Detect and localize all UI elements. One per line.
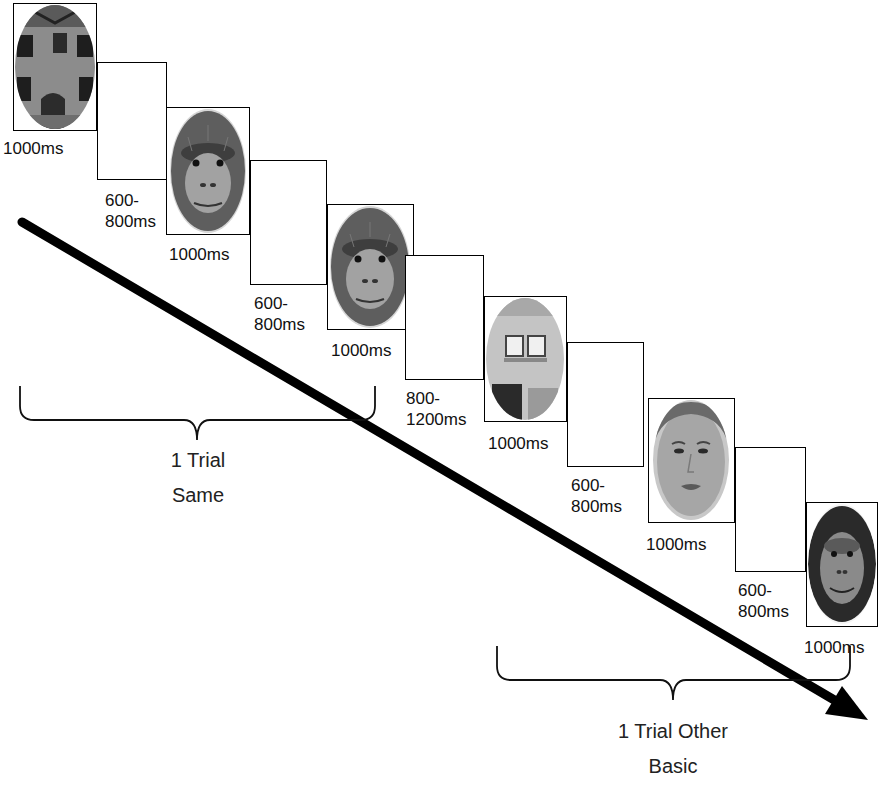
- time-arrow: [22, 222, 868, 720]
- trial-label: 1 Trial Same: [162, 443, 234, 513]
- trial-bracket: [20, 386, 375, 440]
- stimulus-frame: 1000ms: [484, 296, 567, 422]
- chimp-photo: [166, 107, 250, 235]
- stimulus-frame: 1000ms: [13, 3, 97, 131]
- duration-label: 1000ms: [169, 244, 229, 265]
- human-face-photo: [648, 398, 735, 523]
- duration-label: 1000ms: [646, 534, 706, 555]
- house-photo: [13, 3, 97, 131]
- blank-frame: 600-800ms: [250, 160, 327, 285]
- blank-frame: 600-800ms: [567, 342, 644, 467]
- duration-label: 800-1200ms: [406, 388, 472, 430]
- stimulus-frame: 1000ms: [327, 204, 414, 330]
- orangutan-photo: [806, 502, 878, 627]
- stimulus-frame: 1000ms: [166, 107, 250, 235]
- blank-frame: 800-1200ms: [405, 255, 484, 380]
- duration-label: 600-800ms: [571, 475, 626, 517]
- duration-label: 600-800ms: [105, 190, 160, 232]
- duration-label: 600-800ms: [738, 580, 793, 622]
- stimulus-frame: 1000ms: [806, 502, 878, 627]
- chimp-photo: [327, 204, 414, 330]
- blank-frame: 600-800ms: [97, 62, 167, 180]
- stimulus-frame: 1000ms: [648, 398, 735, 523]
- duration-label: 600-800ms: [254, 293, 309, 335]
- duration-label: 1000ms: [3, 138, 63, 159]
- blank-frame: 600-800ms: [735, 447, 806, 572]
- trial-bracket: [497, 646, 850, 700]
- duration-label: 1000ms: [331, 340, 391, 361]
- trial-label: 1 Trial Other Basic: [617, 714, 729, 784]
- house-photo: [484, 296, 567, 422]
- duration-label: 1000ms: [488, 433, 548, 454]
- duration-label: 1000ms: [804, 637, 864, 658]
